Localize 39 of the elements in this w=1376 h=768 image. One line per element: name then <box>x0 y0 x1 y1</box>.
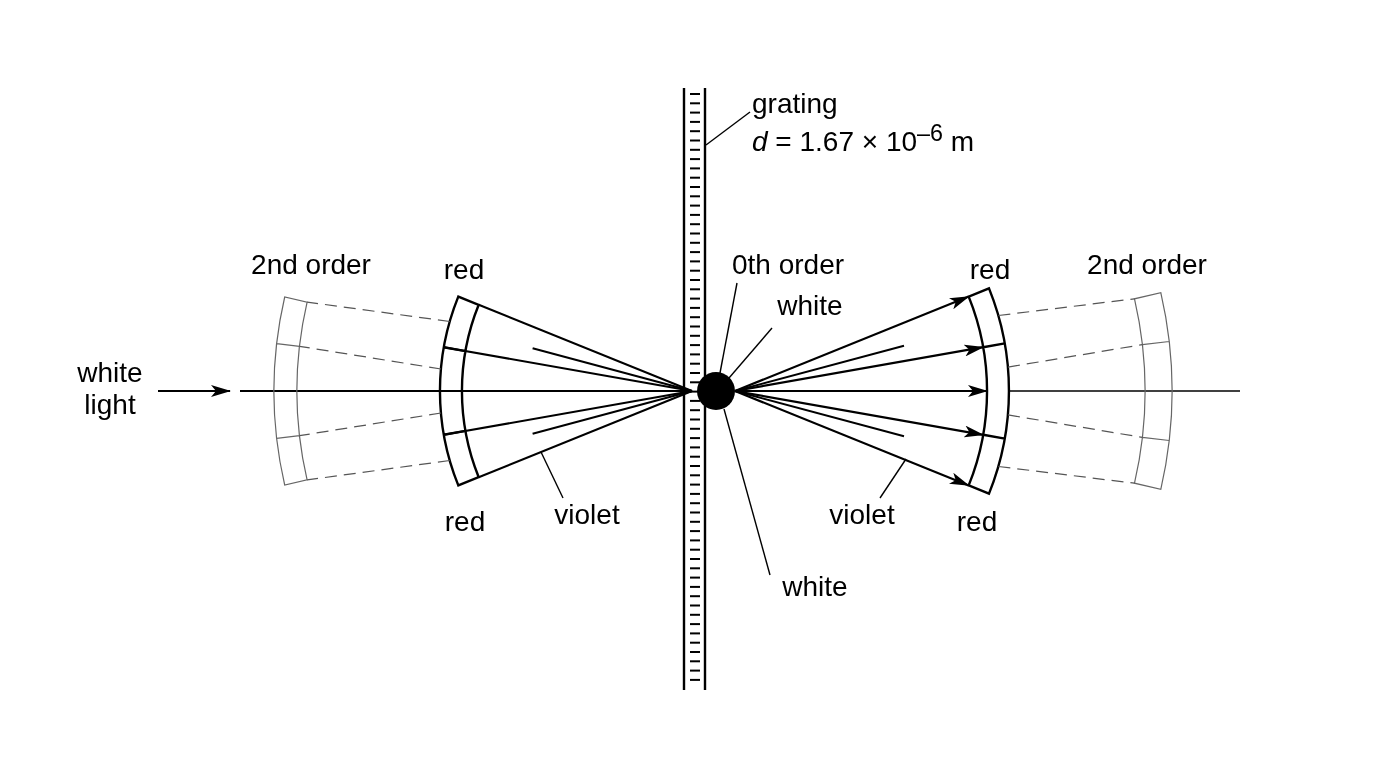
text-label: red <box>444 505 486 539</box>
dashed-ray <box>306 301 451 323</box>
dashed-ray <box>997 465 1136 484</box>
dashed-ray <box>1007 344 1143 368</box>
leader-line <box>728 327 773 379</box>
dashed-ray <box>1007 414 1143 438</box>
arrow <box>158 385 231 397</box>
text-label: red <box>443 253 485 287</box>
node-label: violet <box>829 498 895 532</box>
leader-line <box>719 282 738 374</box>
dashed-ray <box>306 459 451 481</box>
grating-label: d = 1.67 × 10$^{–6}$ m <box>752 120 975 159</box>
node-label: violet <box>554 498 620 532</box>
leader-line <box>723 408 771 576</box>
arrow <box>734 344 985 393</box>
dashed-ray <box>298 345 442 370</box>
light-spot <box>697 372 735 410</box>
grating-label: grating <box>752 88 838 121</box>
leader-line <box>879 458 907 499</box>
spectrum-band <box>1133 292 1173 490</box>
arrow <box>734 389 985 438</box>
dashed-ray <box>997 298 1136 317</box>
leader-line <box>540 451 564 499</box>
arrow <box>734 295 970 393</box>
leader-line <box>705 111 751 146</box>
text-label: 2nd order <box>1087 248 1207 282</box>
text-label: 2nd order <box>251 248 371 282</box>
arrow <box>734 389 970 487</box>
node-label: white <box>782 570 848 604</box>
text-label: red <box>956 505 998 539</box>
node-label: white light <box>76 356 144 422</box>
grating-drawing <box>682 88 707 690</box>
spectrum-band <box>438 295 480 487</box>
spectrum-band <box>273 296 308 486</box>
node-label: 0th order <box>731 248 845 282</box>
spectrum-band <box>967 287 1011 495</box>
text-label: red <box>969 253 1011 287</box>
node-label: white <box>777 289 843 323</box>
dashed-ray <box>298 412 442 437</box>
